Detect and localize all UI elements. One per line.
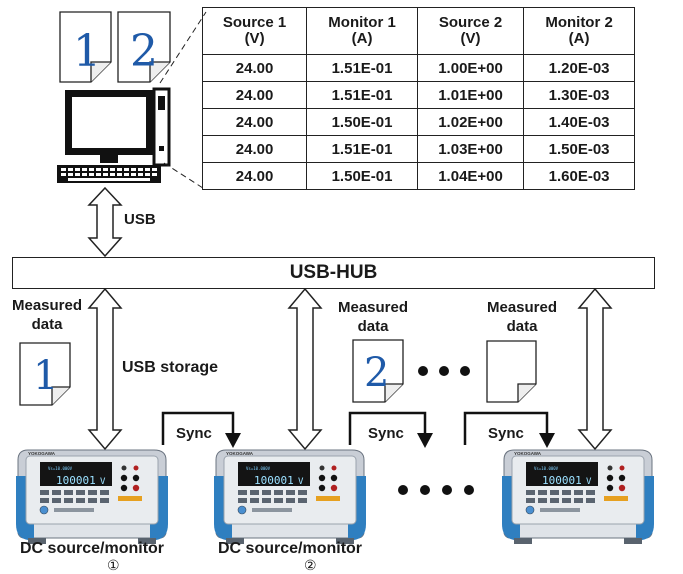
data-arrow-device-2	[287, 287, 323, 451]
table-cell: 1.01E+00	[416, 81, 525, 109]
table-cell: 1.30E-03	[523, 81, 635, 109]
computer-icon	[57, 87, 171, 183]
ellipsis-dots-bottom	[398, 485, 474, 495]
file-icon-2: 2	[117, 11, 171, 83]
table-header-row: Source 1(V) Monitor 1(A) Source 2(V) Mon…	[201, 7, 635, 55]
device-2-brand: YOKOGAWA	[226, 451, 254, 456]
table-cell: 1.50E-03	[523, 135, 635, 163]
sync-arrow-3	[463, 411, 555, 448]
table-row: 24.00 1.51E-01 1.00E+00 1.20E-03	[201, 54, 635, 82]
table-cell: 24.00	[201, 135, 308, 163]
data-arrow-device-1	[87, 287, 123, 451]
table-cell: 24.00	[201, 54, 308, 82]
device-n-display-value: 100001	[542, 474, 582, 487]
usb-label: USB	[124, 211, 156, 228]
table-cell: 1.60E-03	[523, 162, 635, 190]
file-1-number: 1	[73, 26, 101, 77]
device-2-display-unit: V	[298, 477, 304, 487]
table-cell: 1.50E-01	[306, 162, 418, 190]
device-n-brand: YOKOGAWA	[514, 451, 542, 456]
device-caption-2: DC source/monitor	[218, 540, 363, 557]
device-caption-number-1: ①	[107, 557, 120, 573]
measurement-table: Source 1(V) Monitor 1(A) Source 2(V) Mon…	[201, 7, 635, 190]
table-row: 24.00 1.50E-01 1.04E+00 1.60E-03	[201, 162, 635, 190]
file-2-number: 2	[130, 26, 158, 77]
column-header: Source 2(V)	[416, 7, 525, 55]
file-icon-1: 1	[59, 11, 112, 83]
table-cell: 1.40E-03	[523, 108, 635, 136]
column-header: Monitor 2(A)	[523, 7, 635, 55]
sync-arrow-1	[161, 411, 241, 448]
dc-source-monitor-device-2: 100001 V YOKOGAWA	[213, 449, 367, 545]
table-cell: 24.00	[201, 81, 308, 109]
device-caption-1: DC source/monitor	[20, 540, 165, 557]
table-cell: 1.03E+00	[416, 135, 525, 163]
table-cell: 24.00	[201, 108, 308, 136]
callout-line-top	[159, 11, 207, 84]
device-1-display-unit: V	[100, 477, 106, 487]
device-1-display-value: 100001	[56, 474, 96, 487]
table-cell: 1.00E+00	[416, 54, 525, 82]
device-2-display-value: 100001	[254, 474, 294, 487]
table-row: 24.00 1.51E-01 1.01E+00 1.30E-03	[201, 81, 635, 109]
measured-file-icon-blank	[486, 340, 537, 403]
device-n-display-unit: V	[586, 477, 592, 487]
sync-label-2: Sync	[368, 425, 404, 442]
dc-source-monitor-device-1: 100001 V YOKOGAWA	[15, 449, 169, 545]
measured-file-icon-1: 1	[19, 342, 71, 406]
measured-file-2-number: 2	[364, 350, 389, 396]
measured-file-icon-2: 2	[352, 339, 404, 403]
usb-arrow-pc	[87, 186, 123, 258]
table-cell: 1.50E-01	[306, 108, 418, 136]
measured-file-1-number: 1	[33, 353, 58, 399]
ellipsis-dots-middle	[418, 366, 470, 376]
data-arrow-device-n	[577, 287, 613, 451]
sync-label-1: Sync	[176, 425, 212, 442]
usb-storage-label: USB storage	[122, 359, 219, 376]
usb-hub: USB-HUB	[12, 257, 655, 289]
table-cell: 1.51E-01	[306, 135, 418, 163]
table-cell: 1.51E-01	[306, 54, 418, 82]
table-cell: 1.20E-03	[523, 54, 635, 82]
table-row: 24.00 1.50E-01 1.02E+00 1.40E-03	[201, 108, 635, 136]
table-cell: 1.04E+00	[416, 162, 525, 190]
callout-line-bottom	[163, 162, 207, 191]
table-cell: 1.02E+00	[416, 108, 525, 136]
column-header: Monitor 1(A)	[306, 7, 418, 55]
column-header: Source 1(V)	[201, 7, 308, 55]
table-row: 24.00 1.51E-01 1.03E+00 1.50E-03	[201, 135, 635, 163]
table-cell: 1.51E-01	[306, 81, 418, 109]
table-cell: 24.00	[201, 162, 308, 190]
dc-source-monitor-device-n: 100001 V YOKOGAWA	[501, 449, 655, 545]
device-1-brand: YOKOGAWA	[28, 451, 56, 456]
device-caption-number-2: ②	[304, 557, 317, 573]
sync-arrow-2	[348, 411, 433, 448]
sync-label-3: Sync	[488, 425, 524, 442]
